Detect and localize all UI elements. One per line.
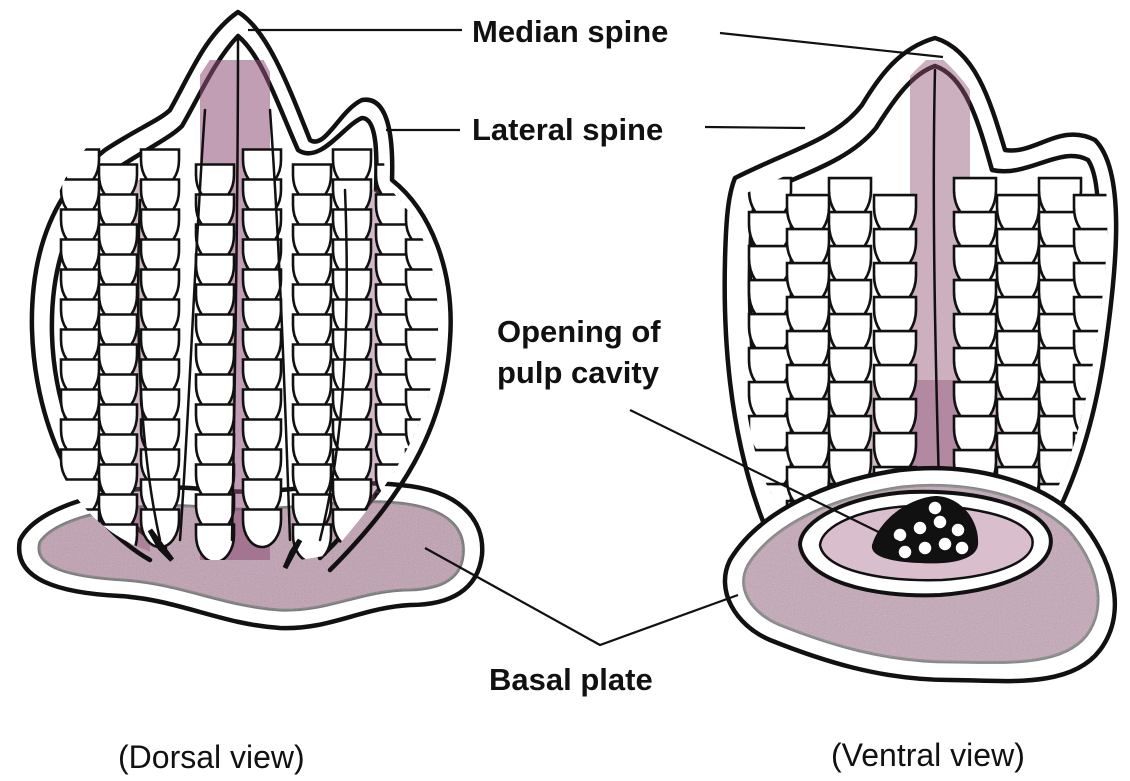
label-pulp-opening-line1: Opening of <box>497 314 661 349</box>
pulp-foramen <box>918 541 932 555</box>
caption-dorsal-view: (Dorsal view) <box>118 739 305 775</box>
ventral-scale <box>1074 467 1116 510</box>
dorsal-scale <box>243 510 281 548</box>
caption-ventral-view: (Ventral view) <box>831 737 1025 773</box>
dorsal-scale <box>196 525 234 563</box>
leader-lateral-spine-ventral <box>705 127 805 128</box>
label-basal-plate: Basal plate <box>489 662 653 697</box>
label-median-spine: Median spine <box>472 14 668 49</box>
dorsal-view <box>19 12 482 628</box>
pulp-foramen <box>951 523 965 537</box>
pulp-foramen <box>938 537 952 551</box>
pulp-foramen <box>955 541 969 555</box>
pulp-foramen <box>933 515 947 529</box>
ventral-view <box>725 38 1116 681</box>
pulp-foramen <box>898 545 912 559</box>
label-pulp-opening-line2: pulp cavity <box>497 355 660 390</box>
dorsal-scale <box>406 150 444 188</box>
pulp-foramen <box>913 521 927 535</box>
leader-median-spine-ventral <box>720 33 943 57</box>
label-lateral-spine: Lateral spine <box>472 112 663 147</box>
pulp-foramen <box>928 501 942 515</box>
